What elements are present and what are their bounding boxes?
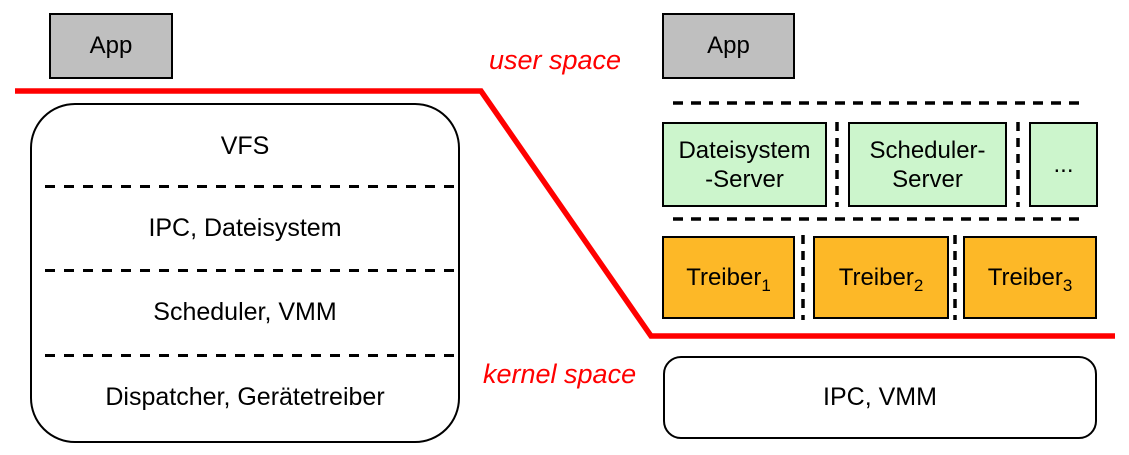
layer-scheduler-vmm: Scheduler, VMM bbox=[153, 297, 337, 326]
driver-label: Treiber2 bbox=[838, 263, 924, 295]
layer-dispatcher-geraetetreiber: Dispatcher, Gerätetreiber bbox=[105, 383, 385, 412]
monolithic-kernel-box: VFS IPC, Dateisystem Scheduler, VMM Disp… bbox=[30, 103, 460, 443]
driver-box-1: Treiber1 bbox=[662, 236, 795, 319]
server-label-line1: Dateisystem bbox=[678, 136, 811, 164]
server-label-line2: Server bbox=[892, 165, 963, 193]
app-label: App bbox=[707, 32, 750, 59]
kernel-box-label: IPC, VMM bbox=[823, 383, 937, 411]
driver-box-2: Treiber2 bbox=[813, 236, 949, 319]
driver-subscript: 3 bbox=[1062, 275, 1073, 295]
server-box-dateisystem: Dateisystem -Server bbox=[662, 122, 827, 207]
driver-label: Treiber1 bbox=[686, 263, 771, 295]
driver-subscript: 1 bbox=[761, 275, 771, 295]
layer-vfs: VFS bbox=[220, 131, 270, 160]
driver-box-3: Treiber3 bbox=[963, 236, 1097, 319]
microkernel-kernel-box: IPC, VMM bbox=[663, 356, 1097, 439]
server-label-line1: ... bbox=[1053, 151, 1074, 178]
user-space-label: user space bbox=[489, 45, 622, 75]
app-label: App bbox=[89, 32, 133, 59]
server-label-line2: -Server bbox=[705, 165, 784, 193]
kernel-space-label: kernel space bbox=[483, 359, 637, 389]
server-box-ellipsis: ... bbox=[1029, 122, 1098, 207]
driver-subscript: 2 bbox=[913, 275, 924, 295]
server-box-scheduler: Scheduler- Server bbox=[848, 122, 1007, 207]
layer-ipc-dateisystem: IPC, Dateisystem bbox=[148, 214, 342, 243]
server-label-line1: Scheduler- bbox=[869, 136, 986, 164]
driver-label: Treiber3 bbox=[987, 263, 1073, 295]
app-box-microkernel: App bbox=[662, 13, 795, 79]
app-box-monolithic: App bbox=[49, 13, 173, 79]
